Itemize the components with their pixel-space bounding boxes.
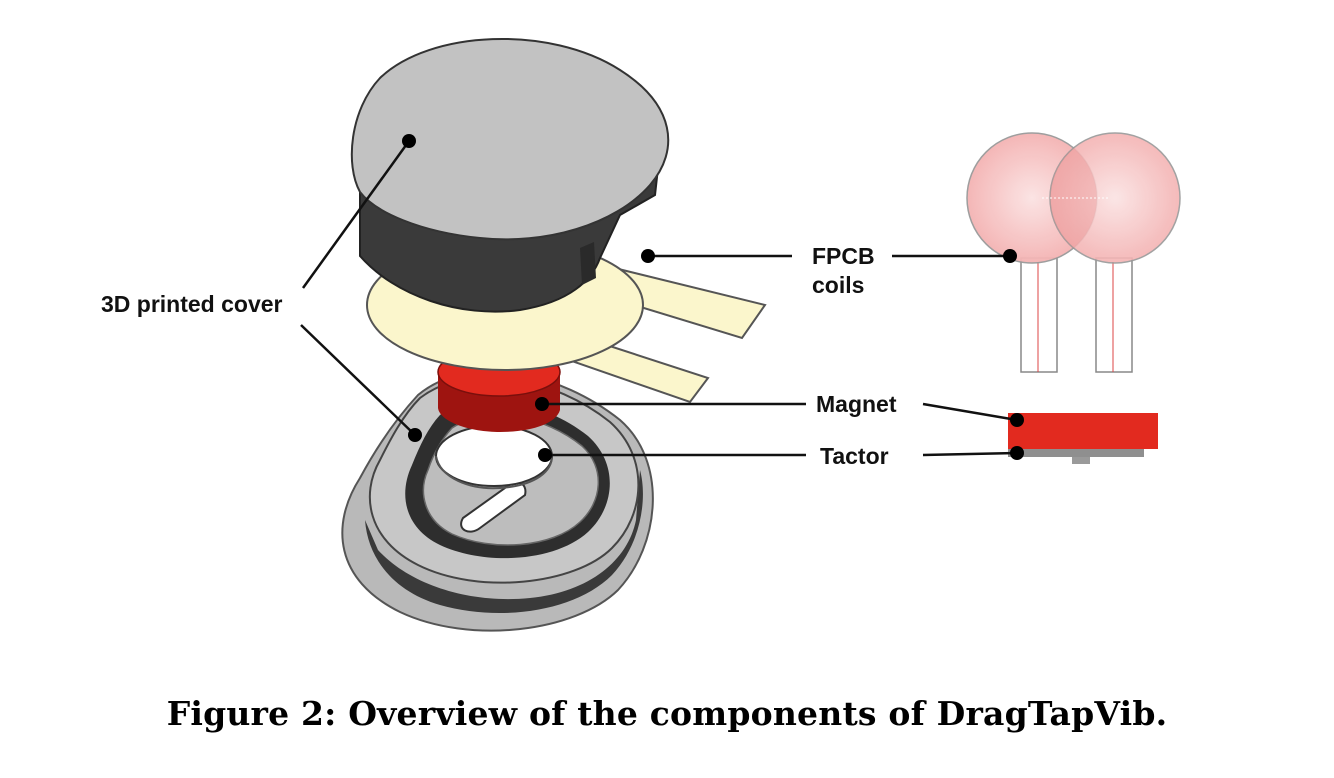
fpcb-label: FPCB <box>812 243 875 269</box>
tactor-edge <box>435 455 553 490</box>
tactor-disc <box>435 425 553 487</box>
cover-top <box>350 37 670 241</box>
magnet-tactor-side-view <box>1008 413 1158 464</box>
cover-notch <box>580 242 596 285</box>
coil-right-tail <box>1095 257 1133 373</box>
magnet-label: Magnet <box>816 391 897 417</box>
tactor-pin-side-view <box>1072 457 1090 464</box>
figure-caption: Figure 2: Overview of the components of … <box>166 694 1168 733</box>
coils-label: coils <box>812 272 864 298</box>
leader-lines <box>300 134 1024 462</box>
tactor-plate-side-view <box>1008 449 1144 457</box>
coil-left-tail <box>1020 257 1058 373</box>
tactor-label: Tactor <box>820 443 889 469</box>
cover-label: 3D printed cover <box>101 291 283 317</box>
magnet-side-view <box>1008 413 1158 449</box>
printed-cover <box>350 37 670 313</box>
fpcb-coils-flat-view <box>966 132 1181 373</box>
